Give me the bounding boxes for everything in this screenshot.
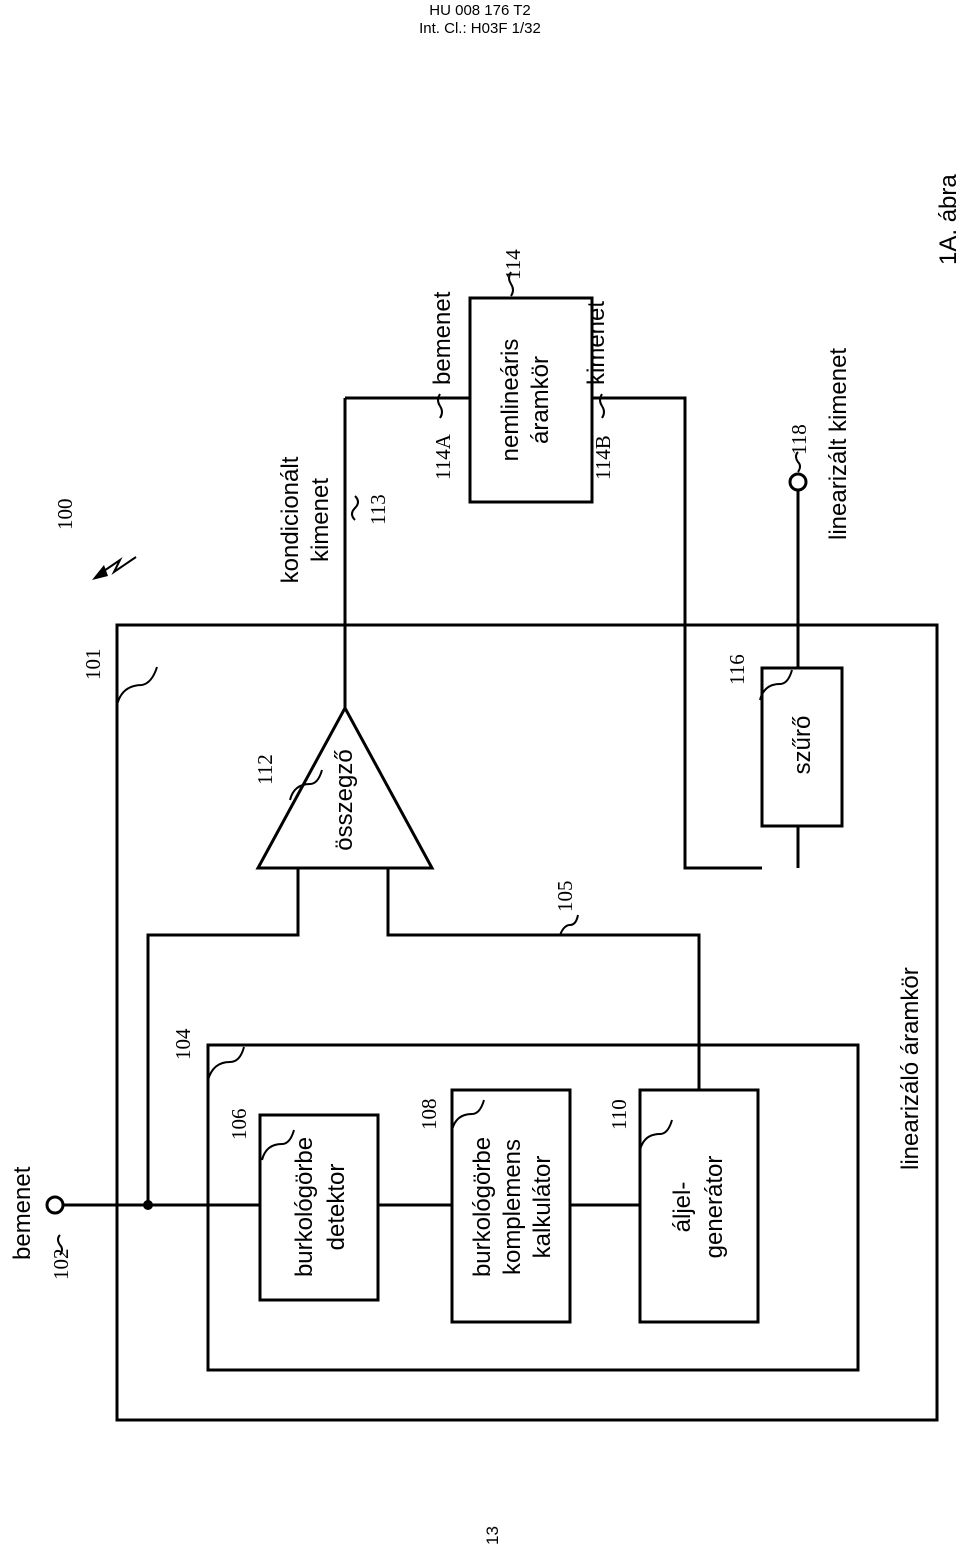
- leader-102: [57, 1234, 63, 1256]
- generator-label-2: generátor: [701, 1156, 728, 1259]
- ref-100: 100: [53, 499, 77, 531]
- ref-101: 101: [81, 649, 105, 681]
- ref-118: 118: [787, 424, 811, 455]
- leader-114b: [599, 393, 605, 419]
- filter-label: szűrő: [789, 716, 816, 775]
- linearized-output-label: linearizált kimenet: [825, 348, 852, 540]
- leader-108: [451, 1099, 485, 1131]
- leader-104: [207, 1046, 245, 1081]
- leader-105: [559, 914, 579, 936]
- nonlinear-circuit-block: [468, 296, 594, 504]
- output-terminal: [788, 472, 808, 492]
- page-number: 13: [483, 1526, 502, 1545]
- ref-112: 112: [253, 754, 277, 785]
- ref-108: 108: [417, 1099, 441, 1131]
- ref-114b: 114B: [591, 435, 615, 480]
- leader-100: [97, 556, 137, 576]
- filter-block: [760, 666, 844, 828]
- ref-110: 110: [607, 1099, 631, 1130]
- envelope-detector-block: [258, 1113, 380, 1302]
- leader-114: [508, 271, 514, 297]
- input-terminal: [45, 1195, 65, 1215]
- nl-output-line: [592, 396, 762, 870]
- ref-116: 116: [725, 654, 749, 685]
- calculator-label-2: komplemens: [499, 1139, 526, 1275]
- nl-output-label: kimenet: [583, 301, 610, 385]
- ref-102: 102: [49, 1249, 73, 1281]
- calculator-label-1: burkológörbe: [469, 1137, 496, 1277]
- leader-118: [795, 451, 801, 473]
- ref-104: 104: [171, 1028, 195, 1060]
- nl-input-label: bemenet: [429, 291, 456, 385]
- pseudo-signal-generator-block: [638, 1088, 760, 1324]
- input-label: bemenet: [9, 1166, 36, 1260]
- leader-106: [261, 1129, 295, 1161]
- generator-label-1: áljel-: [669, 1182, 696, 1233]
- leader-101: [116, 666, 158, 706]
- nonlinear-label-2: áramkör: [527, 356, 554, 444]
- ref-113: 113: [366, 494, 390, 525]
- signal-105-line: [386, 868, 701, 1090]
- detector-label-2: detektor: [323, 1164, 350, 1251]
- adder-label: összegző: [331, 749, 358, 850]
- leader-113: [351, 495, 359, 521]
- conditioned-output-label-1: kondicionált: [277, 456, 304, 583]
- figure-caption: 1A. ábra: [935, 174, 960, 265]
- ref-106: 106: [227, 1109, 251, 1141]
- conditioned-output-label-2: kimenet: [307, 478, 334, 562]
- bypass-line: [146, 868, 300, 1205]
- classification: Int. Cl.: H03F 1/32: [419, 20, 541, 37]
- ref-114: 114: [501, 249, 525, 280]
- ref-105: 105: [553, 881, 577, 913]
- patent-number: HU 008 176 T2: [429, 2, 531, 19]
- arrow-100-head: [92, 565, 108, 580]
- leader-116: [759, 669, 793, 701]
- leader-114a: [437, 393, 443, 419]
- detector-label-1: burkológörbe: [291, 1137, 318, 1277]
- calculator-label-3: kalkulátor: [529, 1156, 556, 1259]
- leader-112: [289, 769, 323, 801]
- nonlinear-label-1: nemlineáris: [497, 339, 524, 462]
- leader-110: [639, 1119, 673, 1151]
- ref-114a: 114A: [431, 433, 455, 480]
- linearizer-label: linearizáló áramkör: [897, 967, 924, 1170]
- adder-triangle: [255, 704, 435, 870]
